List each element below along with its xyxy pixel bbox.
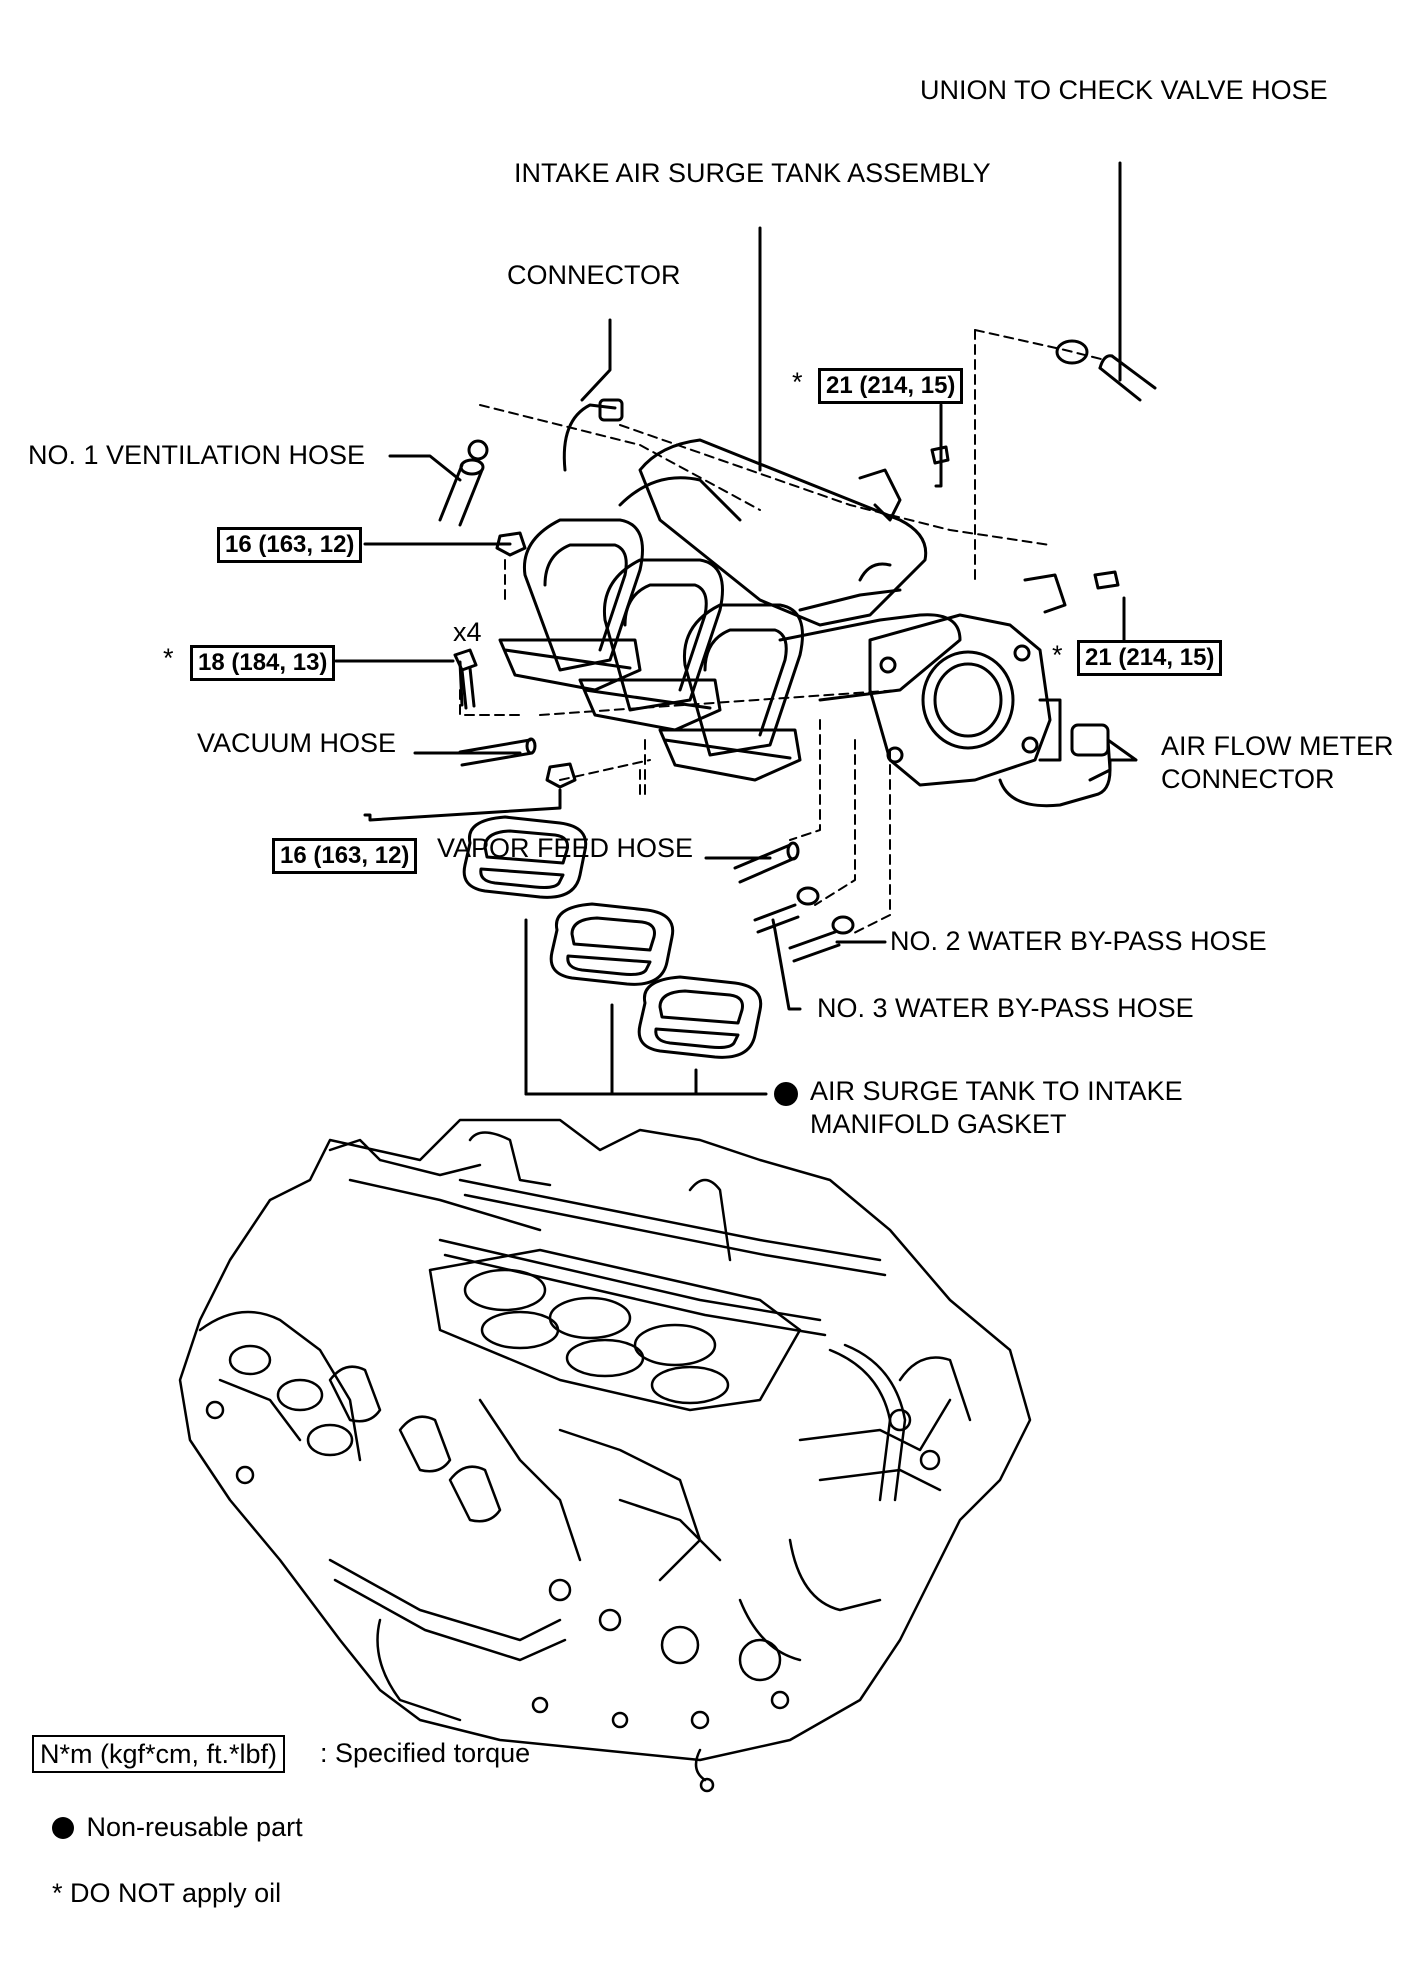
surge-tank-label: INTAKE AIR SURGE TANK ASSEMBLY	[514, 158, 991, 188]
torque-spec-lower-left: 16 (163, 12)	[272, 838, 418, 874]
legend-torque-unit: N*m (kgf*cm, ft.*lbf)	[32, 1735, 286, 1773]
legend-torque-desc: : Specified torque	[320, 1738, 531, 1768]
air-flow-meter-label: AIR FLOW METER	[1161, 731, 1394, 761]
torque-spec-right: 21 (214, 15)	[1077, 640, 1223, 676]
gasket-label-line2: MANIFOLD GASKET	[810, 1109, 1067, 1139]
legend-non-reusable-text: Non-reusable part	[86, 1812, 303, 1842]
engine-block	[178, 1118, 1032, 1793]
torque-spec-upper-left: 16 (163, 12)	[217, 527, 363, 563]
quantity-label: x4	[453, 617, 482, 647]
union-hose-label: UNION TO CHECK VALVE HOSE	[920, 75, 1328, 105]
air-flow-meter-connector-label: CONNECTOR	[1161, 764, 1335, 794]
no-oil-mark-right: *	[1052, 640, 1063, 670]
non-reusable-mark	[774, 1082, 798, 1106]
legend-non-reusable: Non-reusable part	[52, 1810, 303, 1844]
torque-spec-top: 21 (214, 15)	[818, 368, 964, 404]
gasket-label-line1: AIR SURGE TANK TO INTAKE	[810, 1076, 1183, 1106]
no-oil-mark-top: *	[792, 367, 803, 397]
gaskets	[462, 815, 763, 1059]
vacuum-hose-label: VACUUM HOSE	[197, 728, 397, 758]
connector-label: CONNECTOR	[507, 260, 681, 290]
hose-parts	[438, 339, 1157, 963]
surge-tank	[458, 438, 1138, 808]
no-oil-mark-bolt: *	[163, 643, 174, 673]
non-reusable-dot-icon	[52, 1817, 74, 1839]
water-bypass-hose-2-label: NO. 2 WATER BY-PASS HOSE	[890, 926, 1267, 956]
legend-no-oil: * DO NOT apply oil	[52, 1878, 282, 1908]
torque-spec-bolt: 18 (184, 13)	[190, 645, 336, 681]
water-bypass-hose-3-label: NO. 3 WATER BY-PASS HOSE	[817, 993, 1194, 1023]
dashed-assembly-lines	[459, 329, 1106, 936]
ventilation-hose-label: NO. 1 VENTILATION HOSE	[28, 440, 366, 470]
vapor-feed-hose-label: VAPOR FEED HOSE	[437, 833, 694, 863]
